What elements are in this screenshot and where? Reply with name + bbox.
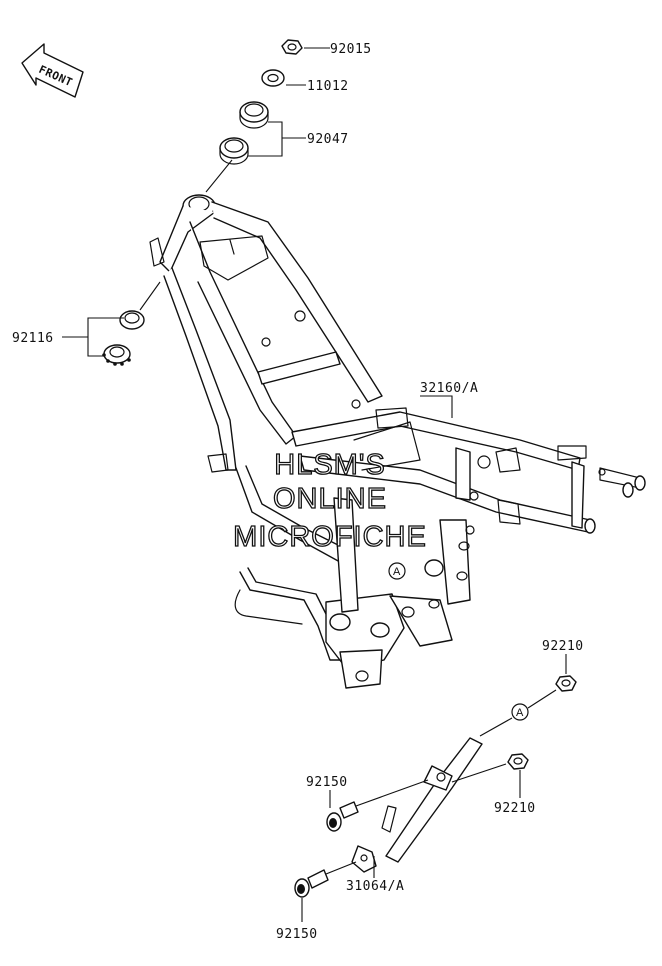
part-label-31064a: 31064/A — [346, 879, 404, 894]
part-label-92150-lower: 92150 — [276, 927, 318, 942]
part-label-92047: 92047 — [307, 132, 349, 147]
part-92150-bolt-upper-icon — [326, 801, 359, 832]
watermark-line3: MICROFICHE — [233, 521, 427, 553]
part-label-92116: 92116 — [12, 331, 54, 346]
part-label-92150-upper: 92150 — [306, 775, 348, 790]
part-label-11012: 11012 — [307, 79, 349, 94]
watermark-line1: HLSM'S — [274, 449, 385, 481]
part-92116-ball-bearing-icon — [102, 344, 131, 366]
part-92210-nut-lower-icon — [507, 753, 529, 770]
part-92150-bolt-lower-icon — [294, 869, 329, 898]
engine-bracket-31064-icon — [351, 737, 483, 873]
part-label-92210-lower: 92210 — [494, 801, 536, 816]
part-92116-race-icon — [119, 310, 145, 330]
part-11012-washer-icon — [261, 69, 285, 87]
reference-marker-link-text: A — [516, 707, 524, 719]
part-label-32160a: 32160/A — [420, 381, 478, 396]
frame-32160-icon — [149, 194, 646, 689]
part-label-92210-upper: 92210 — [542, 639, 584, 654]
part-92210-nut-upper-icon — [555, 675, 577, 692]
watermark-line2: ONLINE — [273, 483, 387, 515]
part-92047-bearing-lower-icon — [219, 137, 249, 165]
part-92015-nut-icon — [281, 39, 303, 55]
reference-marker-frame-text: A — [393, 566, 401, 578]
reference-marker-frame: A — [388, 562, 406, 580]
reference-marker-link: A — [511, 703, 529, 721]
front-arrow-icon: FRONT — [21, 43, 84, 98]
part-label-92015: 92015 — [330, 42, 372, 57]
part-92047-bearing-upper-icon — [239, 101, 269, 129]
